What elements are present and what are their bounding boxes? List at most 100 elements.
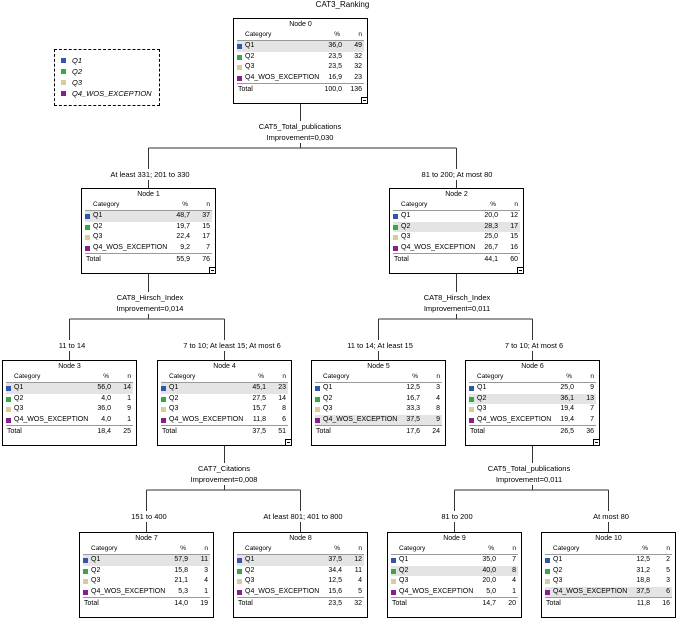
collapse-toggle-icon[interactable] bbox=[593, 439, 600, 446]
table-header: Category%n bbox=[545, 544, 672, 555]
total-percent: 23,5 bbox=[328, 600, 342, 607]
count-value: 17 bbox=[202, 233, 210, 240]
total-percent: 14,7 bbox=[482, 600, 496, 607]
table-header: Category%n bbox=[6, 372, 133, 383]
header-percent: % bbox=[490, 201, 496, 208]
percent-value: 16,7 bbox=[406, 394, 420, 402]
split-improvement: Improvement=0,011 bbox=[495, 475, 563, 484]
header-percent: % bbox=[258, 373, 264, 380]
category-label: Q2 bbox=[93, 222, 103, 230]
node-title: Node 3 bbox=[58, 363, 81, 370]
total-count: 36 bbox=[586, 428, 594, 435]
count-value: 8 bbox=[282, 405, 286, 412]
percent-value: 25,0 bbox=[560, 384, 574, 391]
category-label: Q4_WOS_EXCEPTION bbox=[477, 415, 552, 423]
table-header: Category%n bbox=[237, 544, 364, 555]
percent-value: 22,4 bbox=[176, 233, 190, 240]
count-value: 7 bbox=[590, 415, 594, 423]
branch-label: At most 80 bbox=[593, 512, 629, 521]
category-label: Q4_WOS_EXCEPTION bbox=[399, 587, 474, 595]
count-value: 15 bbox=[202, 222, 210, 230]
category-swatch bbox=[237, 568, 242, 574]
percent-value: 34,4 bbox=[328, 566, 342, 574]
percent-value: 5,3 bbox=[178, 587, 188, 595]
total-count: 136 bbox=[350, 86, 362, 93]
category-swatch bbox=[237, 65, 242, 70]
category-swatch bbox=[237, 44, 242, 49]
category-swatch bbox=[161, 417, 166, 423]
legend-swatch bbox=[61, 91, 66, 96]
category-label: Q1 bbox=[245, 42, 255, 49]
category-swatch bbox=[391, 589, 396, 595]
category-swatch bbox=[469, 396, 474, 402]
category-swatch bbox=[393, 224, 398, 230]
count-value: 32 bbox=[354, 52, 362, 60]
count-value: 4 bbox=[204, 577, 208, 584]
header-percent: % bbox=[180, 545, 186, 552]
header-n: n bbox=[512, 545, 516, 552]
percent-value: 31,2 bbox=[636, 566, 650, 574]
category-swatch bbox=[83, 558, 88, 563]
collapse-toggle-icon[interactable] bbox=[209, 267, 216, 274]
collapse-toggle-icon[interactable] bbox=[361, 97, 368, 104]
percent-value: 15,8 bbox=[174, 566, 188, 574]
percent-value: 4,0 bbox=[101, 394, 111, 402]
count-value: 7 bbox=[590, 405, 594, 412]
count-value: 23 bbox=[278, 384, 286, 391]
category-label: Q3 bbox=[245, 63, 255, 70]
split-variable: CAT8_Hirsch_Index bbox=[116, 293, 184, 302]
branch-label: 81 to 200; At most 80 bbox=[421, 170, 493, 179]
category-label: Q2 bbox=[553, 566, 563, 574]
category-label: Q4_WOS_EXCEPTION bbox=[245, 587, 320, 595]
legend-swatch bbox=[61, 69, 66, 74]
total-count: 20 bbox=[508, 600, 516, 607]
count-value: 5 bbox=[666, 566, 670, 574]
category-label: Q4_WOS_EXCEPTION bbox=[401, 243, 476, 251]
count-value: 4 bbox=[358, 577, 362, 584]
percent-value: 33,3 bbox=[406, 405, 420, 412]
node-title: Node 0 bbox=[289, 21, 312, 28]
node-title: Node 6 bbox=[521, 363, 544, 370]
collapse-toggle-icon[interactable] bbox=[517, 267, 524, 274]
split-improvement: Improvement=0,030 bbox=[266, 133, 334, 142]
count-value: 8 bbox=[436, 405, 440, 412]
node-title: Node 4 bbox=[213, 363, 236, 370]
table-header: Category%n bbox=[83, 544, 210, 555]
header-n: n bbox=[127, 373, 131, 380]
legend-item-q4: Q4_WOS_EXCEPTION bbox=[61, 88, 159, 99]
collapse-toggle-icon[interactable] bbox=[285, 439, 292, 446]
total-label: Total bbox=[84, 600, 99, 607]
header-percent: % bbox=[103, 373, 109, 380]
percent-value: 15,7 bbox=[252, 405, 266, 412]
category-label: Q1 bbox=[399, 556, 409, 563]
category-label: Q4_WOS_EXCEPTION bbox=[14, 415, 89, 423]
branch-label: At least 801; 401 to 800 bbox=[263, 512, 343, 521]
category-swatch bbox=[85, 245, 90, 251]
count-value: 3 bbox=[666, 577, 670, 584]
category-swatch bbox=[545, 568, 550, 574]
header-n: n bbox=[436, 373, 440, 380]
header-n: n bbox=[204, 545, 208, 552]
percent-value: 19,7 bbox=[176, 222, 190, 230]
branch-label: 7 to 10; At least 15; At most 6 bbox=[183, 341, 281, 350]
